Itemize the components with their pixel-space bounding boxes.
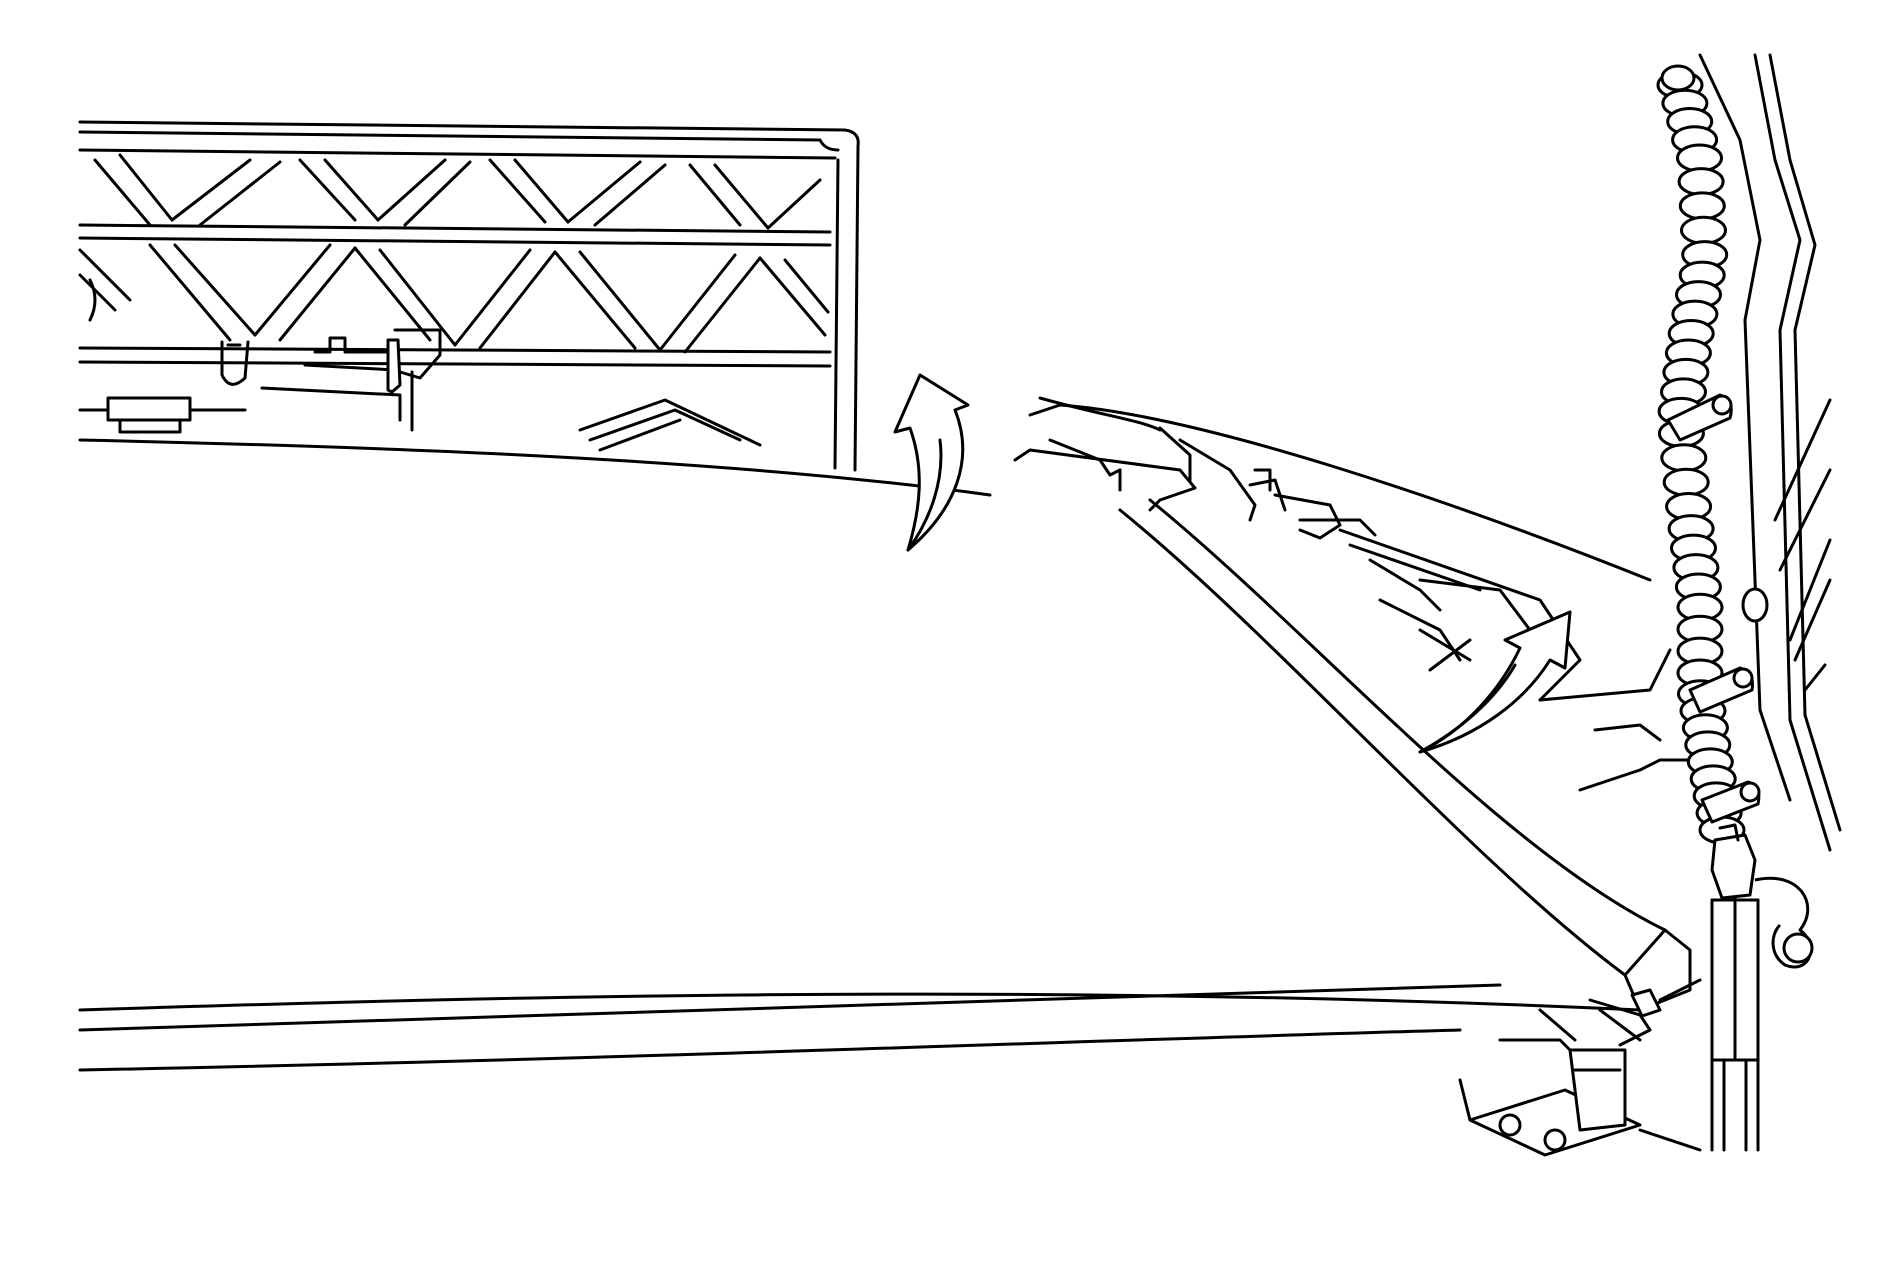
conduit-ring (1660, 443, 1708, 473)
harness-clips (1666, 393, 1761, 824)
conduit-ring (1678, 191, 1726, 221)
hood-latch-assembly (78, 278, 442, 434)
lift-arrow-left (893, 373, 970, 552)
conduit-ring (1680, 215, 1727, 245)
conduit-end-cap (1660, 64, 1696, 92)
hood-panel (78, 438, 1692, 1072)
grille-panel (78, 120, 860, 472)
hood-edge-trim (1013, 396, 1692, 792)
conduit-ring (1662, 467, 1710, 497)
harness-clip (1688, 666, 1754, 714)
harness-clip (1666, 393, 1733, 442)
conduit-ring (1677, 167, 1725, 197)
harness-clip (1700, 780, 1761, 824)
hood-lift-strut (1710, 823, 1814, 1152)
grille-lattice (78, 153, 830, 354)
lift-arrow-right (1418, 610, 1572, 754)
conduit-ring (1676, 143, 1723, 173)
fender-side-panel (1698, 53, 1842, 852)
wiring-harness-conduit (1656, 64, 1746, 845)
hood-hinge (1458, 978, 1702, 1157)
